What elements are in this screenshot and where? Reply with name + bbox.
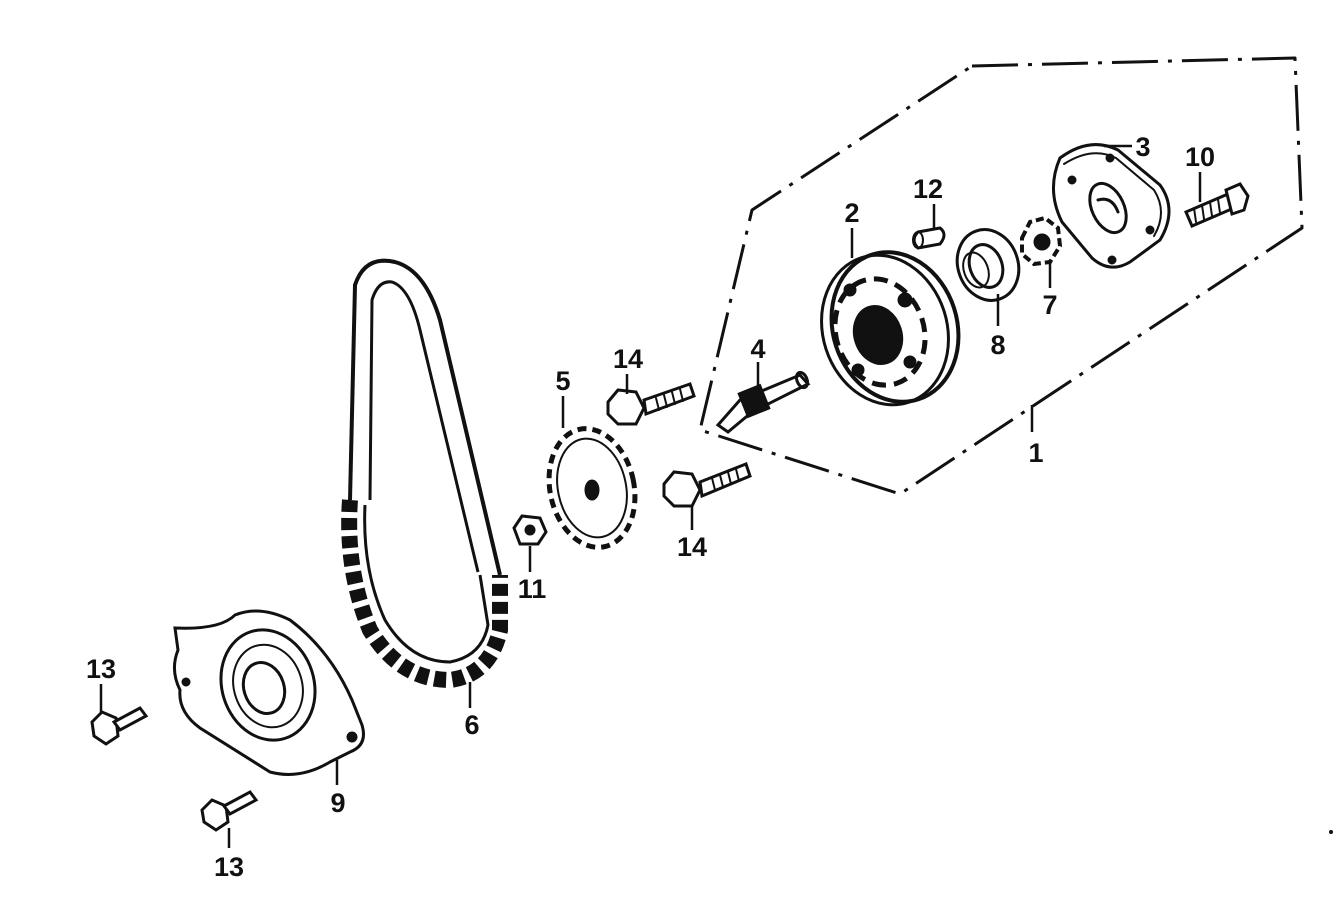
pump-cover-plate <box>1051 143 1171 269</box>
callout-10: 10 <box>1185 142 1215 172</box>
callout-2: 2 <box>844 198 859 228</box>
callout-12: 12 <box>913 174 943 204</box>
leader-lines <box>99 144 1202 848</box>
bolt-part-14-lower <box>662 462 752 508</box>
bolt-part-14-upper <box>606 382 696 426</box>
drive-sprocket-part <box>546 426 638 550</box>
callout-11: 11 <box>518 574 547 604</box>
callout-1: 1 <box>1028 438 1043 468</box>
assembly-boundary <box>698 56 1304 496</box>
callout-7: 7 <box>1042 290 1057 320</box>
bolt-part-13-upper <box>90 706 149 746</box>
nut-part-11 <box>512 514 548 546</box>
bolt-part-13-lower <box>200 790 259 832</box>
chain-cover-part <box>173 609 365 776</box>
callout-6: 6 <box>464 710 479 740</box>
outer-rotor-ring <box>955 228 1021 302</box>
callout-8: 8 <box>990 330 1005 360</box>
dowel-pin-part <box>912 226 946 250</box>
callout-13-lower: 13 <box>214 852 244 882</box>
drive-chain-part <box>341 258 508 689</box>
bolt-part-10 <box>1184 182 1250 228</box>
callout-3: 3 <box>1135 132 1150 162</box>
stray-dot <box>1329 830 1333 834</box>
callout-13-upper: 13 <box>86 654 116 684</box>
inner-rotor-part <box>1020 215 1063 267</box>
pump-rotor-part <box>820 250 961 407</box>
callout-14-lower: 14 <box>677 532 707 562</box>
pump-shaft-part <box>715 370 811 434</box>
callout-14-upper: 14 <box>613 344 643 374</box>
callout-5: 5 <box>555 366 570 396</box>
callout-4: 4 <box>750 334 765 364</box>
callout-9: 9 <box>330 788 345 818</box>
